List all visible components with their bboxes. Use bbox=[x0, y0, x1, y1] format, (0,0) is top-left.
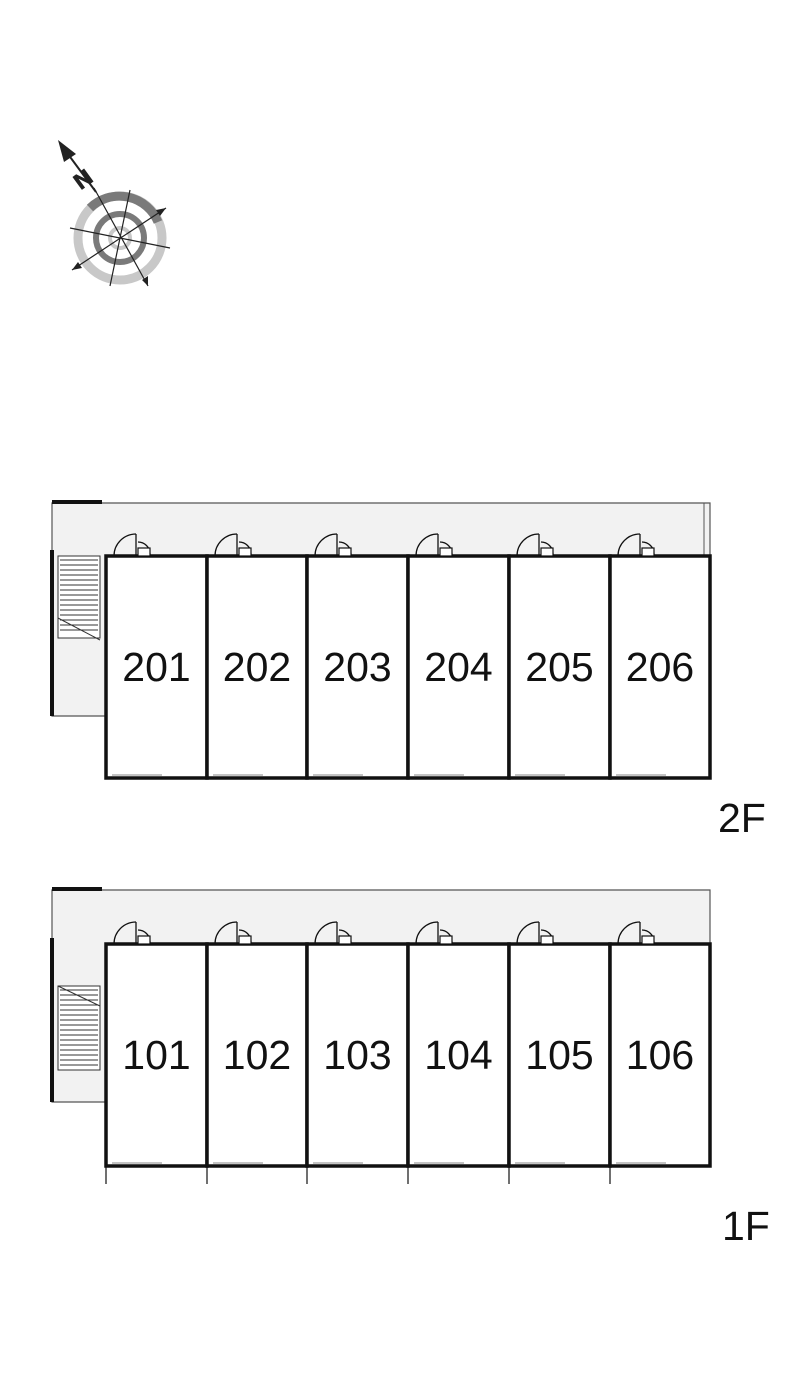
door-icon bbox=[314, 533, 352, 557]
door-icon bbox=[415, 921, 453, 945]
unit-205: 205 bbox=[507, 533, 612, 780]
unit-number-101: 101 bbox=[122, 1032, 190, 1078]
unit-203: 203 bbox=[305, 533, 410, 780]
unit-number-201: 201 bbox=[122, 644, 190, 690]
unit-101: 101 bbox=[104, 921, 209, 1168]
door-icon bbox=[113, 533, 151, 557]
unit-number-205: 205 bbox=[525, 644, 593, 690]
door-icon bbox=[516, 921, 554, 945]
door-icon bbox=[214, 921, 252, 945]
unit-105: 105 bbox=[507, 921, 612, 1168]
stairs-1f bbox=[57, 985, 101, 1071]
unit-number-203: 203 bbox=[323, 644, 391, 690]
unit-103: 103 bbox=[305, 921, 410, 1168]
floor-label-2f: 2F bbox=[718, 795, 766, 841]
compass-icon: N bbox=[58, 140, 171, 287]
unit-number-202: 202 bbox=[223, 644, 291, 690]
unit-102: 102 bbox=[205, 921, 309, 1168]
unit-number-106: 106 bbox=[626, 1032, 694, 1078]
door-icon bbox=[617, 921, 655, 945]
unit-number-104: 104 bbox=[424, 1032, 492, 1078]
unit-201: 201 bbox=[104, 533, 209, 780]
door-icon bbox=[314, 921, 352, 945]
unit-204: 204 bbox=[406, 533, 511, 780]
floor-2f: 201 202 203 204 205 206 2F bbox=[50, 500, 766, 841]
door-icon bbox=[516, 533, 554, 557]
floor-1f: 101 102 103 104 105 106 1F bbox=[50, 887, 770, 1249]
unit-number-102: 102 bbox=[223, 1032, 291, 1078]
compass-north-label: N bbox=[69, 165, 99, 196]
unit-206: 206 bbox=[608, 533, 712, 780]
door-icon bbox=[214, 533, 252, 557]
unit-202: 202 bbox=[205, 533, 309, 780]
door-icon bbox=[113, 921, 151, 945]
door-icon bbox=[617, 533, 655, 557]
unit-number-103: 103 bbox=[323, 1032, 391, 1078]
unit-106: 106 bbox=[608, 921, 712, 1168]
unit-number-105: 105 bbox=[525, 1032, 593, 1078]
stairs-2f bbox=[57, 555, 101, 641]
floor-label-1f: 1F bbox=[722, 1203, 770, 1249]
unit-number-204: 204 bbox=[424, 644, 492, 690]
unit-104: 104 bbox=[406, 921, 511, 1168]
unit-number-206: 206 bbox=[626, 644, 694, 690]
north-arrow-icon bbox=[58, 140, 76, 162]
door-icon bbox=[415, 533, 453, 557]
